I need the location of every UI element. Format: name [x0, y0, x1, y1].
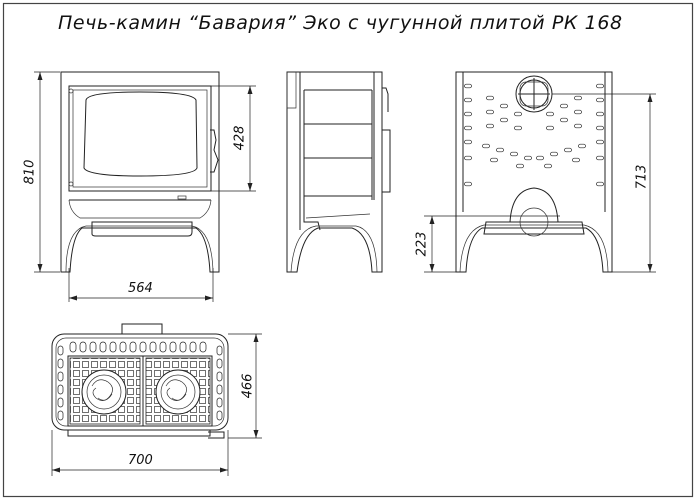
- vent-hole: [550, 151, 558, 157]
- vent-hole: [574, 95, 582, 101]
- back-vent-holes: [464, 83, 604, 187]
- vent-slot: [169, 341, 177, 353]
- vent-hole: [544, 163, 552, 169]
- vent-hole: [546, 111, 554, 117]
- vent-hole: [510, 151, 518, 157]
- top-vent-slots: [57, 341, 223, 421]
- vent-slot: [109, 341, 117, 353]
- dim-front-height: 810: [22, 159, 38, 185]
- vent-hole: [596, 111, 604, 117]
- vent-slot: [99, 341, 107, 353]
- vent-slot: [216, 397, 223, 408]
- vent-slot: [57, 410, 64, 421]
- vent-hole: [500, 103, 508, 109]
- dim-top-width: 700: [128, 453, 153, 468]
- top-view: [51, 323, 229, 439]
- top-dimension-lines: [51, 333, 262, 476]
- vent-hole: [574, 109, 582, 115]
- drawing-title: Печь-камин “Бавария” Эко с чугунной плит…: [58, 12, 623, 34]
- vent-hole: [524, 155, 532, 161]
- vent-hole: [596, 181, 604, 187]
- vent-hole: [464, 125, 472, 131]
- vent-slot: [216, 358, 223, 369]
- vent-slot: [216, 345, 223, 356]
- vent-slot: [57, 397, 64, 408]
- vent-slot: [69, 341, 77, 353]
- vent-hole: [596, 139, 604, 145]
- vent-hole: [536, 155, 544, 161]
- vent-hole: [596, 83, 604, 89]
- vent-slot: [216, 410, 223, 421]
- vent-hole: [464, 97, 472, 103]
- vent-hole: [486, 109, 494, 115]
- vent-hole: [490, 157, 498, 163]
- vent-hole: [500, 117, 508, 123]
- vent-hole: [514, 111, 522, 117]
- dim-top-depth: 466: [240, 373, 256, 399]
- vent-slot: [57, 371, 64, 382]
- vent-hole: [546, 125, 554, 131]
- back-dimension-lines: [424, 93, 656, 273]
- vent-hole: [596, 125, 604, 131]
- dim-door-height: 428: [232, 125, 248, 151]
- vent-slot: [216, 384, 223, 395]
- vent-hole: [572, 157, 580, 163]
- vent-hole: [564, 147, 572, 153]
- vent-hole: [514, 125, 522, 131]
- dim-front-width: 564: [128, 281, 153, 296]
- vent-hole: [560, 117, 568, 123]
- vent-hole: [482, 143, 490, 149]
- vent-slot: [149, 341, 157, 353]
- vent-slot: [119, 341, 127, 353]
- vent-hole: [496, 147, 504, 153]
- vent-hole: [578, 143, 586, 149]
- vent-hole: [486, 123, 494, 129]
- vent-hole: [596, 97, 604, 103]
- vent-slot: [79, 341, 87, 353]
- vent-hole: [574, 123, 582, 129]
- vent-slot: [159, 341, 167, 353]
- vent-slot: [199, 341, 207, 353]
- vent-hole: [464, 155, 472, 161]
- vent-slot: [179, 341, 187, 353]
- dim-outlet-height: 223: [414, 231, 430, 257]
- front-dimension-lines: [34, 71, 256, 302]
- vent-hole: [596, 155, 604, 161]
- vent-slot: [57, 384, 64, 395]
- vent-hole: [464, 139, 472, 145]
- vent-hole: [464, 181, 472, 187]
- vent-hole: [560, 103, 568, 109]
- side-view: [286, 71, 391, 273]
- vent-slot: [129, 341, 137, 353]
- vent-hole: [464, 111, 472, 117]
- vent-slot: [57, 345, 64, 356]
- vent-slot: [57, 358, 64, 369]
- vent-slot: [139, 341, 147, 353]
- front-view: [60, 71, 220, 273]
- vent-slot: [89, 341, 97, 353]
- vent-hole: [516, 163, 524, 169]
- dim-back-height: 713: [634, 164, 650, 190]
- vent-hole: [464, 83, 472, 89]
- vent-slot: [189, 341, 197, 353]
- vent-hole: [486, 95, 494, 101]
- vent-slot: [216, 371, 223, 382]
